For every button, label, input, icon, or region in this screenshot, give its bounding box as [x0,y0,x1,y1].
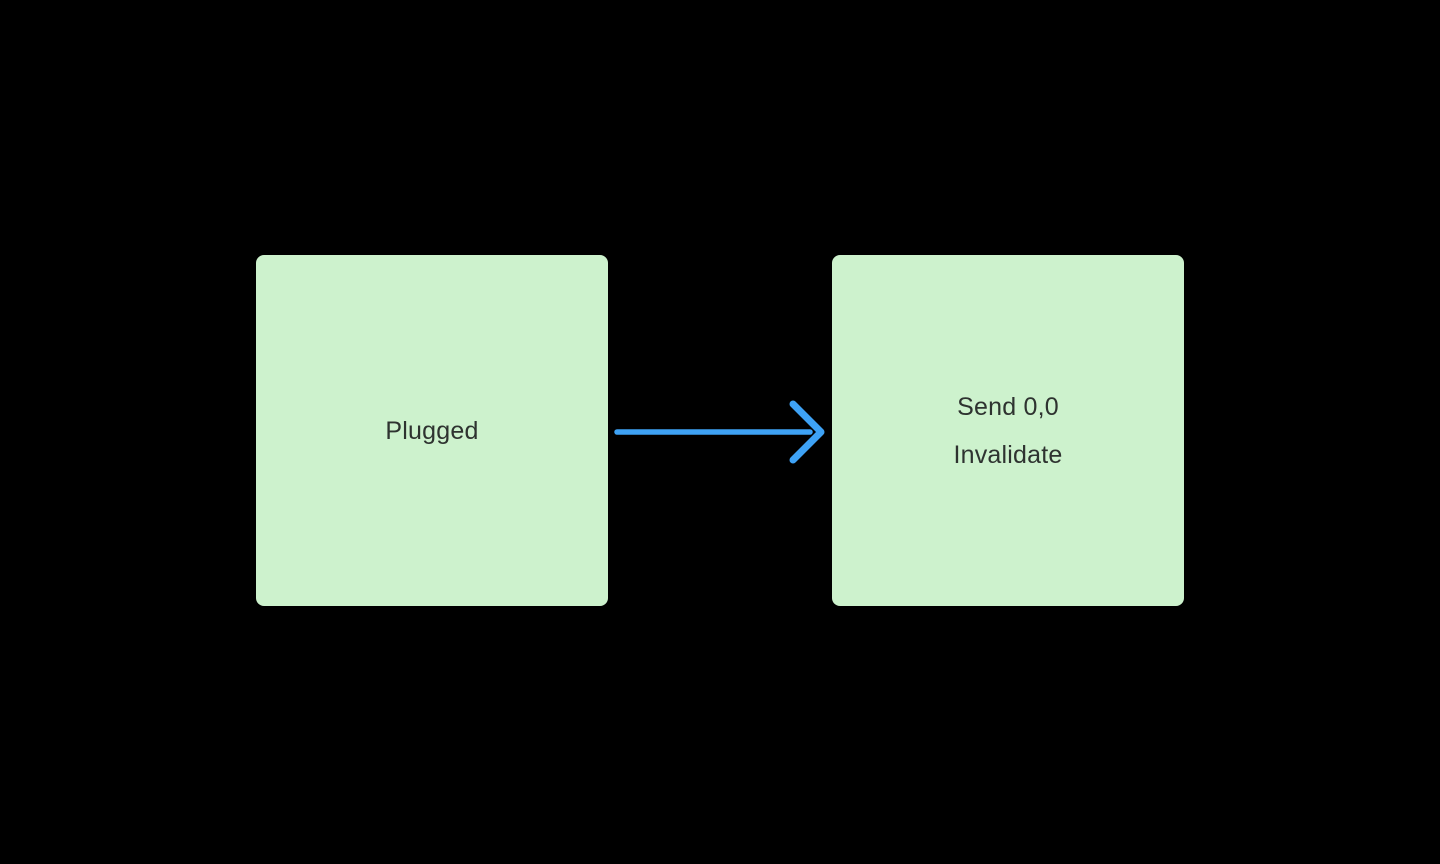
arrowhead-icon [789,400,825,464]
node-plugged-label: Plugged [385,416,479,445]
edge-plugged-to-send-invalidate[interactable] [614,400,825,464]
node-plugged[interactable]: Plugged [256,255,608,606]
node-send-invalidate[interactable]: Send 0,0 Invalidate [832,255,1184,606]
node-send-invalidate-label: Send 0,0 Invalidate [953,392,1063,469]
